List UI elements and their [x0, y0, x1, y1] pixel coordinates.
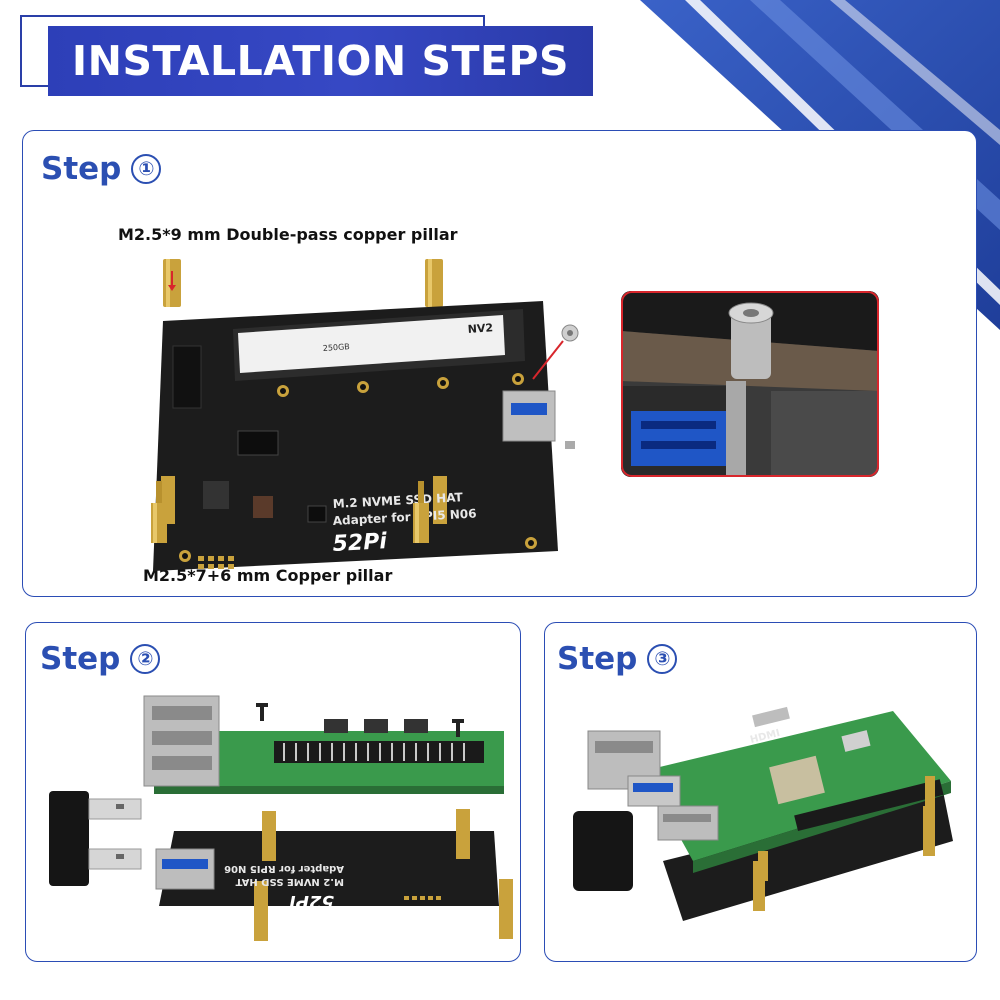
- raspberry-pi-board: [143, 695, 504, 794]
- step-2-label: Step: [40, 640, 121, 677]
- double-pass-pillar-left: [163, 259, 181, 307]
- copper-pillar-left: [151, 481, 167, 543]
- step-1-caption-bottom: M2.5*7+6 mm Copper pillar: [143, 566, 393, 585]
- step-3-label: Step: [557, 640, 638, 677]
- nvme-ssd: NV2 250GB: [233, 309, 525, 381]
- ssd-label: NV2: [467, 321, 493, 336]
- hat-line-2-step2: Adapter for RPI5 N06: [224, 863, 344, 874]
- step-1-label: Step: [41, 150, 122, 187]
- step-2-number: ②: [130, 643, 161, 674]
- hat-line-1-step2: M.2 NVME SSD HAT: [235, 876, 344, 887]
- page-title: INSTALLATION STEPS: [71, 37, 570, 85]
- step-2-title: Step ②: [40, 639, 161, 677]
- step-3-panel: Step ③ HDMI: [544, 622, 977, 962]
- header-banner: INSTALLATION STEPS: [48, 26, 593, 96]
- hat-board-line-1: M.2 NVME SSD HAT: [332, 490, 464, 511]
- step-2-panel: Step ②: [25, 622, 521, 962]
- step-1-number: ①: [131, 153, 162, 184]
- hat-logo-step2: 52Pi: [289, 891, 334, 912]
- nvme-hat-board: M.2 NVME SSD HAT Adapter for RPI5 N06 52…: [155, 809, 513, 941]
- step-3-title: Step ③: [557, 639, 678, 677]
- double-pass-pillar-right: [425, 259, 443, 307]
- step-1-title: Step ①: [41, 149, 162, 187]
- raspberry-pi-5-board: HDMI: [643, 706, 951, 873]
- ssd-capacity: 250GB: [323, 342, 351, 353]
- step-3-number: ③: [647, 643, 678, 674]
- step-1-closeup-inset: [621, 291, 879, 477]
- copper-pillar-right: [413, 481, 429, 543]
- hat-board-logo: 52Pi: [332, 529, 388, 557]
- usb-port: [502, 390, 556, 442]
- step-3-assembled-stack: HDMI: [573, 706, 953, 921]
- usb-bridge-connector: [49, 791, 142, 886]
- step-1-panel: Step ① M2.5*9 mm Double-pass copper pilla…: [22, 130, 977, 597]
- step-1-hat-board: NV2 250GB M.2 NVME SSD HAT Adapter for R…: [153, 259, 579, 571]
- step-1-caption-top: M2.5*9 mm Double-pass copper pillar: [118, 225, 458, 244]
- step-2-illustration: M.2 NVME SSD HAT Adapter for RPI5 N06 52…: [49, 695, 513, 941]
